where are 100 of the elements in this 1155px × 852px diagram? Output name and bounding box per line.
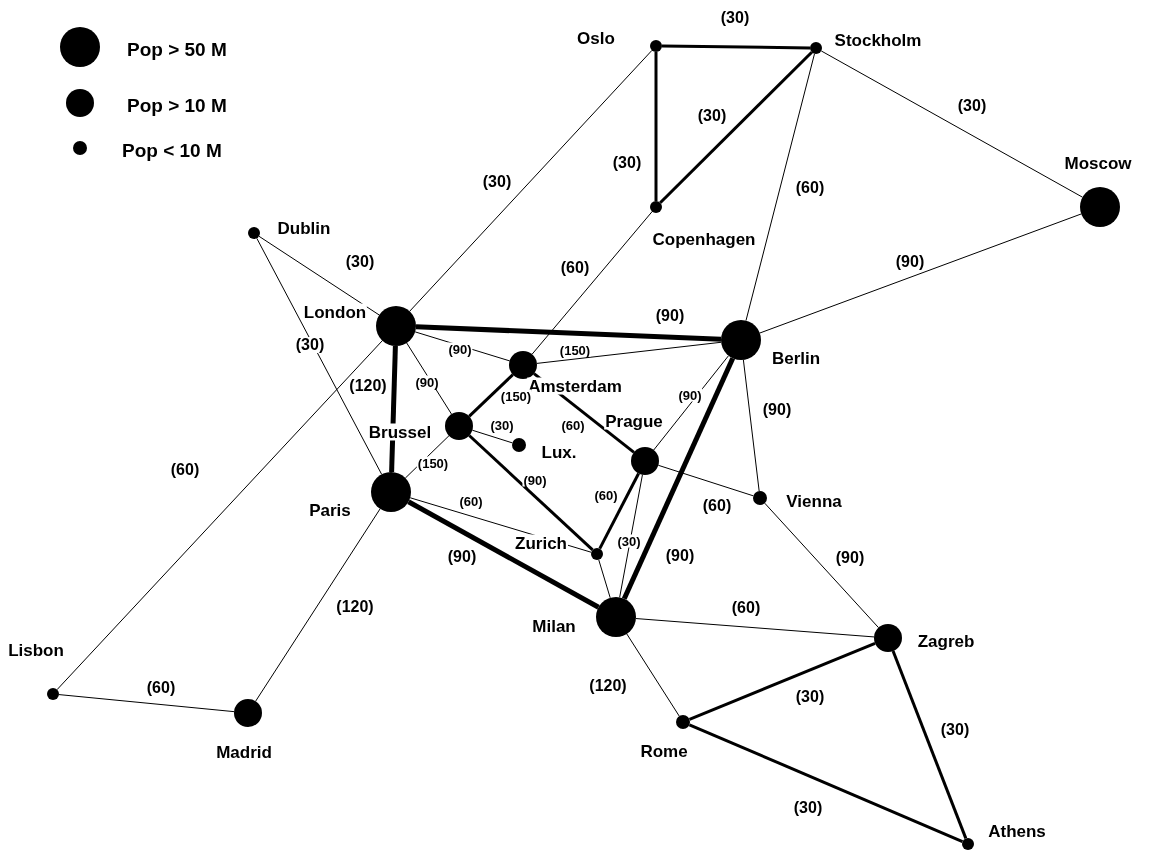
edge-label: (60) [701,498,733,514]
circle-marker [376,306,416,346]
connector-line [635,618,875,638]
connector-line [598,559,611,599]
connector-line [820,50,1084,198]
city-label: Moscow [1063,154,1133,172]
edge-label: (90) [447,342,473,356]
circle-marker [874,624,902,652]
edge-label: (90) [414,375,440,389]
edge-label: (60) [145,680,177,696]
circle-marker [596,597,636,637]
circle-marker [721,320,761,360]
connector-line [626,633,680,717]
edge-label: (60) [559,260,591,276]
city-label: Madrid [215,743,273,761]
circle-marker [591,548,603,560]
edge-label: (30) [611,155,643,171]
edge-label: (30) [696,108,728,124]
city-label: Brussel [367,423,433,441]
connector-line [258,235,380,316]
connector-line [415,324,722,342]
circle-marker [962,838,974,850]
connector-line [468,434,594,551]
connector-line [531,211,653,355]
connector-line [58,694,235,713]
legend-label: Pop < 10 M [122,140,222,160]
edge-label: (150) [416,456,450,470]
city-label: Copenhagen [651,230,757,248]
city-label: Berlin [770,349,822,367]
edge-label: (90) [522,473,548,487]
circle-marker [512,438,526,452]
edge-label: (30) [792,800,824,816]
connector-line [688,641,876,721]
circle-marker [810,42,822,54]
circle-marker [234,699,262,727]
connector-line [764,502,880,629]
circle-marker [445,412,473,440]
city-label: Stockholm [833,31,923,49]
edge-label: (120) [335,599,375,615]
edge-label: (120) [348,378,388,394]
city-label: Dublin [276,219,332,237]
connector-line [654,52,658,201]
edge-label: (60) [593,488,619,502]
connector-line [407,499,600,610]
city-label: Prague [604,412,664,430]
circle-marker [509,351,537,379]
edge-label: (30) [616,534,642,548]
edge-label: (120) [588,678,628,694]
edge-label: (60) [794,180,826,196]
circle-marker [631,447,659,475]
connector-line [742,359,760,492]
connector-line [659,51,813,204]
edge-label: (30) [794,689,826,705]
circle-marker [676,715,690,729]
city-label: Vienna [785,492,843,510]
city-label: London [302,303,368,321]
circle-marker [650,40,662,52]
connector-line [255,508,381,702]
circle-marker [1080,187,1120,227]
edge-label: (30) [489,418,515,432]
connector-line [256,237,383,475]
edge-label: (90) [677,388,703,402]
edge-label: (150) [499,389,533,403]
edge-label: (30) [719,10,751,26]
edge-label: (30) [481,174,513,190]
city-label: Milan [531,617,577,635]
edge-label: (150) [558,343,592,357]
city-label: Zurich [514,534,568,552]
edge-label: (90) [664,548,696,564]
city-label: Lisbon [7,641,65,659]
edge-label: (60) [560,418,586,432]
connector-line [662,44,811,50]
circle-marker [650,201,662,213]
city-label: Rome [639,742,689,760]
city-label: Athens [987,822,1047,840]
connector-line [745,53,815,322]
edge-label: (90) [654,308,686,324]
connector-line [56,340,383,691]
edge-label: (90) [761,402,793,418]
edge-label: (60) [730,600,762,616]
city-label: Oslo [576,29,616,47]
city-label: Paris [308,501,352,519]
edge-label: (60) [169,462,201,478]
circle-marker [47,688,59,700]
connector-line [389,345,398,473]
edge-label: (30) [956,98,988,114]
edge-label: (30) [294,337,326,353]
edge-label: (30) [939,722,971,738]
circle-marker [371,472,411,512]
connector-line [471,429,513,444]
circle-marker [248,227,260,239]
connector-line [759,213,1082,334]
edge-label: (90) [894,254,926,270]
connector-line [468,373,514,418]
connector-line [619,474,643,598]
legend-label: Pop > 50 M [127,39,227,59]
legend-label: Pop > 10 M [127,95,227,115]
connector-line [598,472,640,550]
edge-label: (90) [446,549,478,565]
city-label: Zagreb [916,632,976,650]
